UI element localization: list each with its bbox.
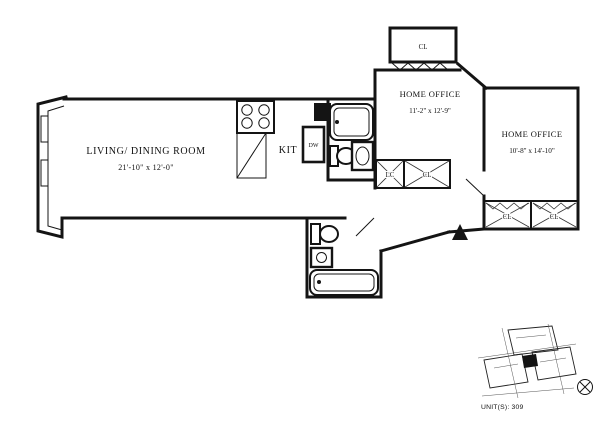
unit-label: UNIT(S): 309 <box>481 404 523 411</box>
dishwasher-label: DW <box>309 143 319 149</box>
toilet-icon <box>319 225 339 243</box>
closet-x <box>532 202 577 228</box>
burner-icon <box>258 117 270 129</box>
kitchen-sink-icon <box>314 103 331 121</box>
door-swing-icon <box>465 178 485 197</box>
burner-icon <box>258 104 270 116</box>
kitchen-fixtures: DW <box>236 100 331 179</box>
stove-icon <box>236 100 275 134</box>
bathtub-icon <box>309 269 379 296</box>
wall <box>447 227 486 234</box>
closet-label: CL <box>550 214 559 221</box>
closet-x <box>376 160 404 188</box>
sink-icon <box>350 140 375 172</box>
closet-box <box>375 159 451 189</box>
home-office-top-label: HOME OFFICE <box>400 89 461 99</box>
dishwasher-box <box>301 125 326 164</box>
kitchen-label: KIT <box>279 145 297 156</box>
closet-x <box>485 202 530 228</box>
bathroom-2-fixtures <box>309 223 379 296</box>
bathtub-inner <box>313 273 375 292</box>
wall-diagonal <box>455 61 489 91</box>
site-map: UNIT(S): 309 <box>477 323 593 411</box>
site-map-street <box>547 323 565 395</box>
wall <box>305 216 383 299</box>
wall-diagonal <box>379 230 451 253</box>
compass-circle <box>577 379 593 395</box>
bathtub-inner <box>333 107 370 137</box>
window-icon <box>40 115 49 143</box>
entry-arrow-icon <box>452 224 468 240</box>
site-map-unit-marker <box>522 354 538 368</box>
closet-x <box>404 160 450 188</box>
home-office-top-dims: 11'-2" x 12'-9" <box>409 107 451 115</box>
site-map-block <box>531 346 577 381</box>
site-map-detail <box>539 357 567 363</box>
bifold-door-icon <box>485 202 529 210</box>
closet-label: CL <box>503 214 512 221</box>
sink-basin <box>355 146 370 166</box>
site-map-detail <box>493 363 519 369</box>
toilet-tank-icon <box>310 223 321 245</box>
sink-icon <box>309 246 334 269</box>
closet-label: CL <box>419 44 428 51</box>
door-swing-icon <box>355 217 375 237</box>
bifold-door-icon <box>391 62 449 71</box>
bathroom-1-fixtures <box>329 103 375 172</box>
room-labels: LIVING/ DINING ROOM 21'-10" x 12'-0" KIT… <box>86 89 562 172</box>
burner-icon <box>241 117 253 129</box>
site-map-street <box>481 387 575 397</box>
compass-icon <box>577 379 593 395</box>
living-dining-label: LIVING/ DINING ROOM <box>86 146 205 157</box>
window-icon <box>40 159 49 187</box>
closet-label: CL <box>423 172 432 179</box>
wall-inner-line <box>47 105 65 231</box>
living-dining-dims: 21'-10" x 12'-0" <box>118 163 174 172</box>
burner-icon <box>241 104 253 116</box>
bifold-door-icon <box>532 202 576 210</box>
compass-cross <box>579 381 591 393</box>
closets: LC CL CL CL CL <box>375 43 579 230</box>
sink-basin <box>316 252 327 263</box>
home-office-right-dims: 10'-8" x 14'-10" <box>509 147 555 155</box>
counter-diagonal <box>236 132 267 179</box>
faucet-icon <box>317 280 321 284</box>
walls <box>36 26 580 299</box>
wall <box>36 95 68 239</box>
faucet-icon <box>335 120 339 124</box>
site-map-street <box>501 327 519 399</box>
linen-closet-label: LC <box>386 172 395 179</box>
home-office-right-label: HOME OFFICE <box>502 129 563 139</box>
site-map-block <box>483 353 529 389</box>
counter-icon <box>236 132 267 179</box>
site-map-detail <box>515 334 547 339</box>
site-map-block <box>507 325 559 356</box>
site-map-street <box>477 343 577 359</box>
bathtub-icon <box>329 103 374 141</box>
closet-top <box>388 26 458 64</box>
